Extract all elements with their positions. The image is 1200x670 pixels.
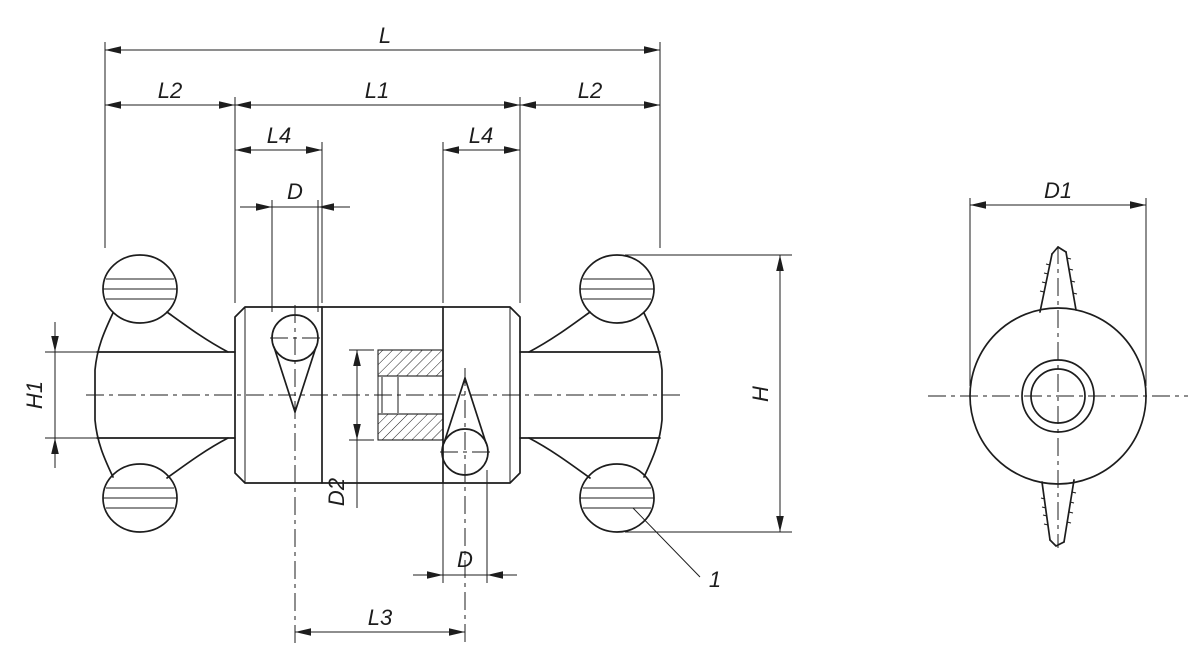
- central-sleeve: [234, 306, 521, 484]
- dim-label-L4-right: L4: [469, 123, 493, 148]
- cross-hole-bottom-drill-left: [443, 377, 466, 444]
- top-wing-knurl-ticks: [1039, 257, 1078, 295]
- left-bottom-wing-inner-edge: [166, 437, 229, 479]
- dim-label-D1: D1: [1044, 178, 1072, 203]
- end-view: [969, 246, 1147, 547]
- dimension-D-bottom: D: [413, 470, 517, 583]
- dimension-L: L: [104, 23, 661, 248]
- end-view-top-wing: [1039, 246, 1078, 313]
- dimension-D2: D2: [324, 349, 374, 508]
- left-top-wing-inner-edge: [166, 311, 229, 353]
- internal-thread-bore: [377, 349, 444, 441]
- end-view-body-circle: [969, 307, 1147, 485]
- dimension-D-top: D: [240, 179, 350, 312]
- cross-hole-bottom-circle: [441, 428, 489, 476]
- dim-label-L3: L3: [368, 605, 393, 630]
- right-wing-nut: [519, 254, 663, 533]
- cross-hole-bottom-drill-right: [464, 377, 487, 444]
- dim-label-L1: L1: [365, 78, 389, 103]
- dim-label-H1: H1: [22, 381, 47, 409]
- end-view-bore-chamfer-circle: [1021, 359, 1095, 433]
- dim-label-D2: D2: [324, 478, 349, 506]
- bottom-wing-knurl-ticks: [1040, 491, 1077, 526]
- dim-label-H: H: [748, 386, 773, 402]
- cross-hole-bottom: [441, 377, 489, 476]
- bottom-wing-right-edge: [1063, 479, 1075, 543]
- thread-hatch-top: [377, 349, 444, 377]
- bottom-wing-tip: [1049, 539, 1065, 547]
- side-view: [94, 254, 663, 533]
- right-bottom-wing-inner-edge: [528, 437, 591, 479]
- bottom-wing-left-edge: [1041, 481, 1051, 541]
- dim-label-D-top: D: [287, 179, 303, 204]
- callout-label-1: 1: [709, 567, 721, 592]
- end-view-bore-circle: [1030, 368, 1086, 424]
- end-view-bottom-wing: [1040, 479, 1077, 547]
- dim-label-L4-left: L4: [267, 123, 291, 148]
- dimension-L4-pair: L4 L4: [235, 123, 520, 303]
- dim-label-L: L: [379, 23, 391, 48]
- dimension-H: H: [625, 254, 792, 533]
- right-top-wing-inner-edge: [528, 311, 591, 353]
- dimension-L2-L1-L2: L2 L1 L2: [105, 78, 660, 303]
- top-wing-tip: [1051, 246, 1067, 255]
- cross-hole-top-drill-right: [294, 346, 317, 413]
- cross-hole-top: [271, 314, 319, 413]
- leader-line: [632, 507, 701, 578]
- cross-hole-top-circle: [271, 314, 319, 362]
- dim-label-D-bottom: D: [457, 547, 473, 572]
- dim-label-L2-left: L2: [158, 78, 182, 103]
- left-wing-outer-profile: [94, 312, 114, 478]
- right-wing-outer-profile: [643, 312, 663, 478]
- left-wing-nut: [94, 254, 236, 533]
- dimension-D1: D1: [969, 178, 1147, 386]
- dimension-H1: H1: [22, 322, 100, 468]
- dimension-L3: L3: [295, 605, 465, 636]
- centerlines: [86, 246, 1188, 643]
- dim-label-L2-right: L2: [578, 78, 602, 103]
- thread-hatch-bottom: [377, 413, 444, 441]
- callout-1: 1: [632, 507, 721, 592]
- sleeve-outline: [234, 306, 521, 484]
- cross-hole-top-drill-left: [273, 346, 296, 413]
